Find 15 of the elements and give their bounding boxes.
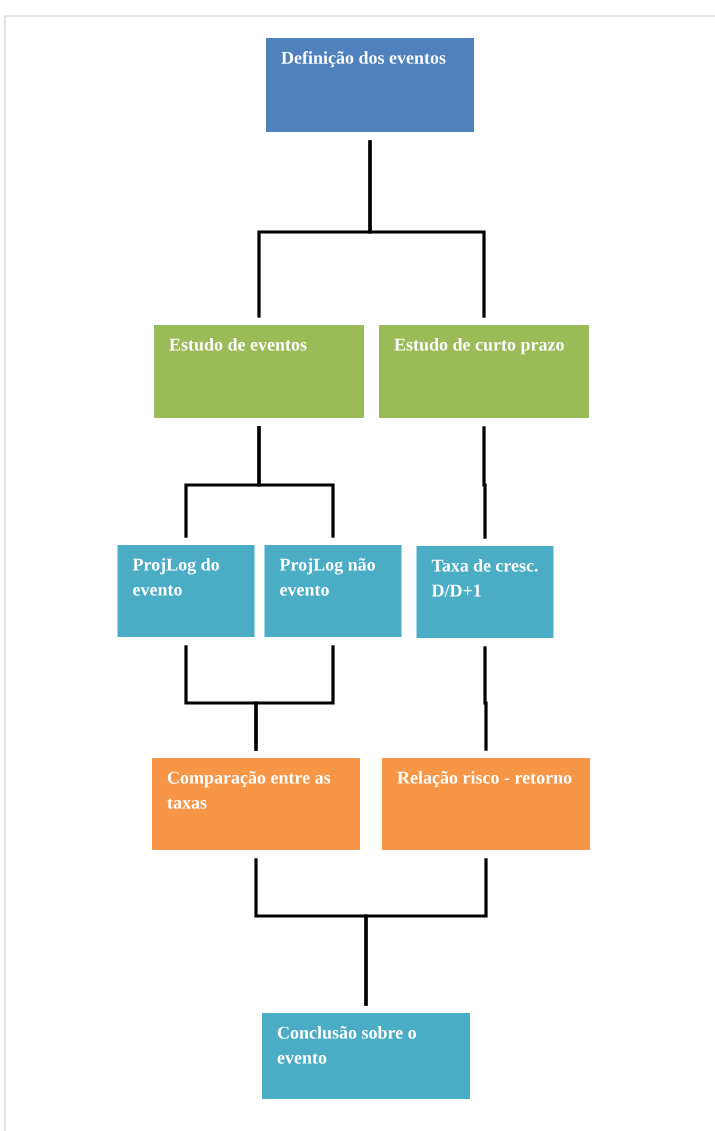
process-box: Estudo de curto prazo [379, 325, 589, 418]
process-box: ProjLog não evento [264, 545, 402, 637]
connector-line [254, 645, 335, 751]
process-box: Definição dos eventos [266, 38, 474, 132]
process-box: ProjLog do evento [117, 545, 255, 637]
process-box: Conclusão sobre o evento [262, 1013, 470, 1099]
connector-line [482, 426, 487, 539]
connector-line [257, 426, 335, 538]
process-box: Comparação entre as taxas [152, 758, 360, 850]
process-box: Estudo de eventos [154, 325, 364, 418]
process-box: Taxa de cresc. D/D+1 [416, 546, 554, 638]
connector-line [364, 858, 488, 1006]
connector-line [483, 646, 488, 751]
connector-line [368, 140, 486, 318]
process-box: Relação risco - retorno [382, 758, 590, 850]
